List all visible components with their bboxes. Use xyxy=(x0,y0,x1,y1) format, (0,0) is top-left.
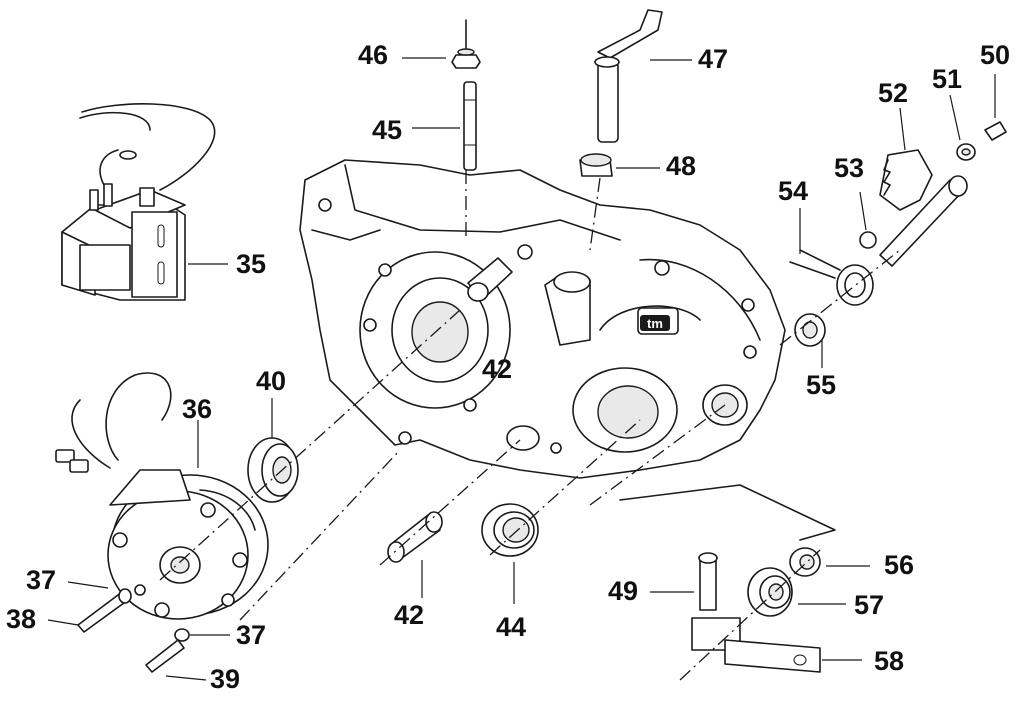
callout-40: 40 xyxy=(256,366,287,396)
callout-45: 45 xyxy=(372,115,403,145)
callout-52: 52 xyxy=(878,78,909,108)
callout-55: 55 xyxy=(806,370,837,400)
ignition-coil-part xyxy=(61,103,228,301)
assembly-axes xyxy=(159,170,901,681)
tm-logo: tm xyxy=(640,315,670,331)
stator-plate-part xyxy=(55,372,269,620)
callout-58: 58 xyxy=(874,646,905,676)
callout-36: 36 xyxy=(182,394,213,424)
callout-54: 54 xyxy=(778,176,809,206)
bracket-assembly xyxy=(619,484,870,673)
seal-40-part xyxy=(247,398,299,503)
callout-35: 35 xyxy=(236,249,267,279)
callout-44: 44 xyxy=(496,612,527,642)
callout-37-upper: 37 xyxy=(26,565,57,595)
callout-38: 38 xyxy=(6,604,37,634)
callout-47: 47 xyxy=(698,44,729,74)
callout-53: 53 xyxy=(834,153,865,183)
screws-37-38-39 xyxy=(47,581,230,681)
callout-42-upper: 42 xyxy=(482,354,513,384)
callout-42-lower: 42 xyxy=(394,600,425,630)
callout-48: 48 xyxy=(666,151,697,181)
callout-37-lower: 37 xyxy=(236,620,267,650)
stud-and-nut-45-46 xyxy=(402,19,481,171)
callout-46: 46 xyxy=(358,40,389,70)
callout-51: 51 xyxy=(932,64,963,94)
crankcase-half xyxy=(299,159,786,479)
kickstart-assembly xyxy=(789,74,1007,368)
callout-57: 57 xyxy=(854,590,885,620)
tm-logo-text: tm xyxy=(647,316,663,331)
callout-56: 56 xyxy=(884,550,915,580)
callout-50: 50 xyxy=(980,40,1011,70)
callout-49: 49 xyxy=(608,576,639,606)
callout-39: 39 xyxy=(210,664,241,694)
shaft-42-part xyxy=(387,511,443,598)
seal-44-part xyxy=(481,503,539,604)
shift-lever-47-48 xyxy=(579,9,692,177)
